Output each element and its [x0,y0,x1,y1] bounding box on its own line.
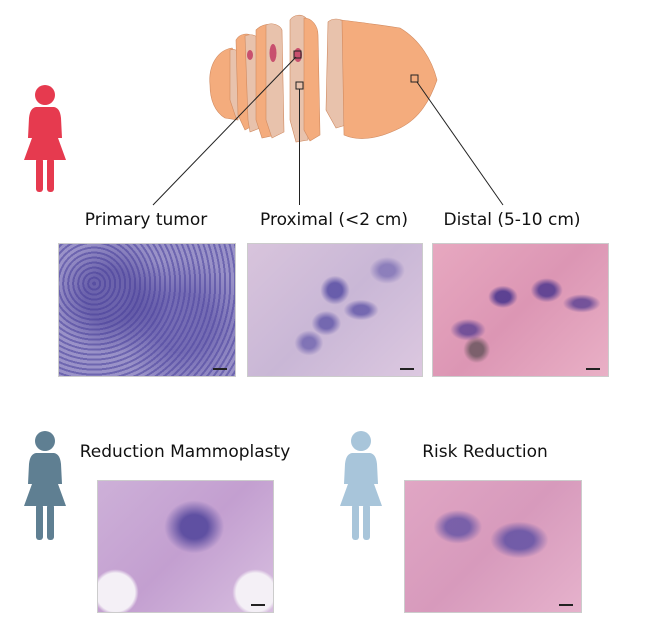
breast-slices [209,14,438,143]
scale-bar [213,368,227,370]
label-reduction-mammoplasty: Reduction Mammoplasty [79,442,291,462]
histology-distal [432,243,609,377]
histology-primary-tumor [58,243,236,377]
scale-bar [586,368,600,370]
scale-bar [251,604,265,606]
histology-reduction-mammoplasty [97,480,274,613]
scale-bar [559,604,573,606]
woman-icon-risk-reduction [340,431,382,540]
connector-lines [152,56,504,206]
label-risk-reduction: Risk Reduction [422,442,548,462]
woman-icon-tumor-patient [24,85,66,192]
label-distal: Distal (5-10 cm) [443,210,581,230]
woman-icon-reduction-mammoplasty [24,431,66,540]
histology-risk-reduction [404,480,582,613]
histology-proximal [247,243,423,377]
label-primary-tumor: Primary tumor [84,210,208,230]
sample-markers [293,50,419,90]
scale-bar [400,368,414,370]
label-proximal: Proximal (<2 cm) [260,210,408,230]
